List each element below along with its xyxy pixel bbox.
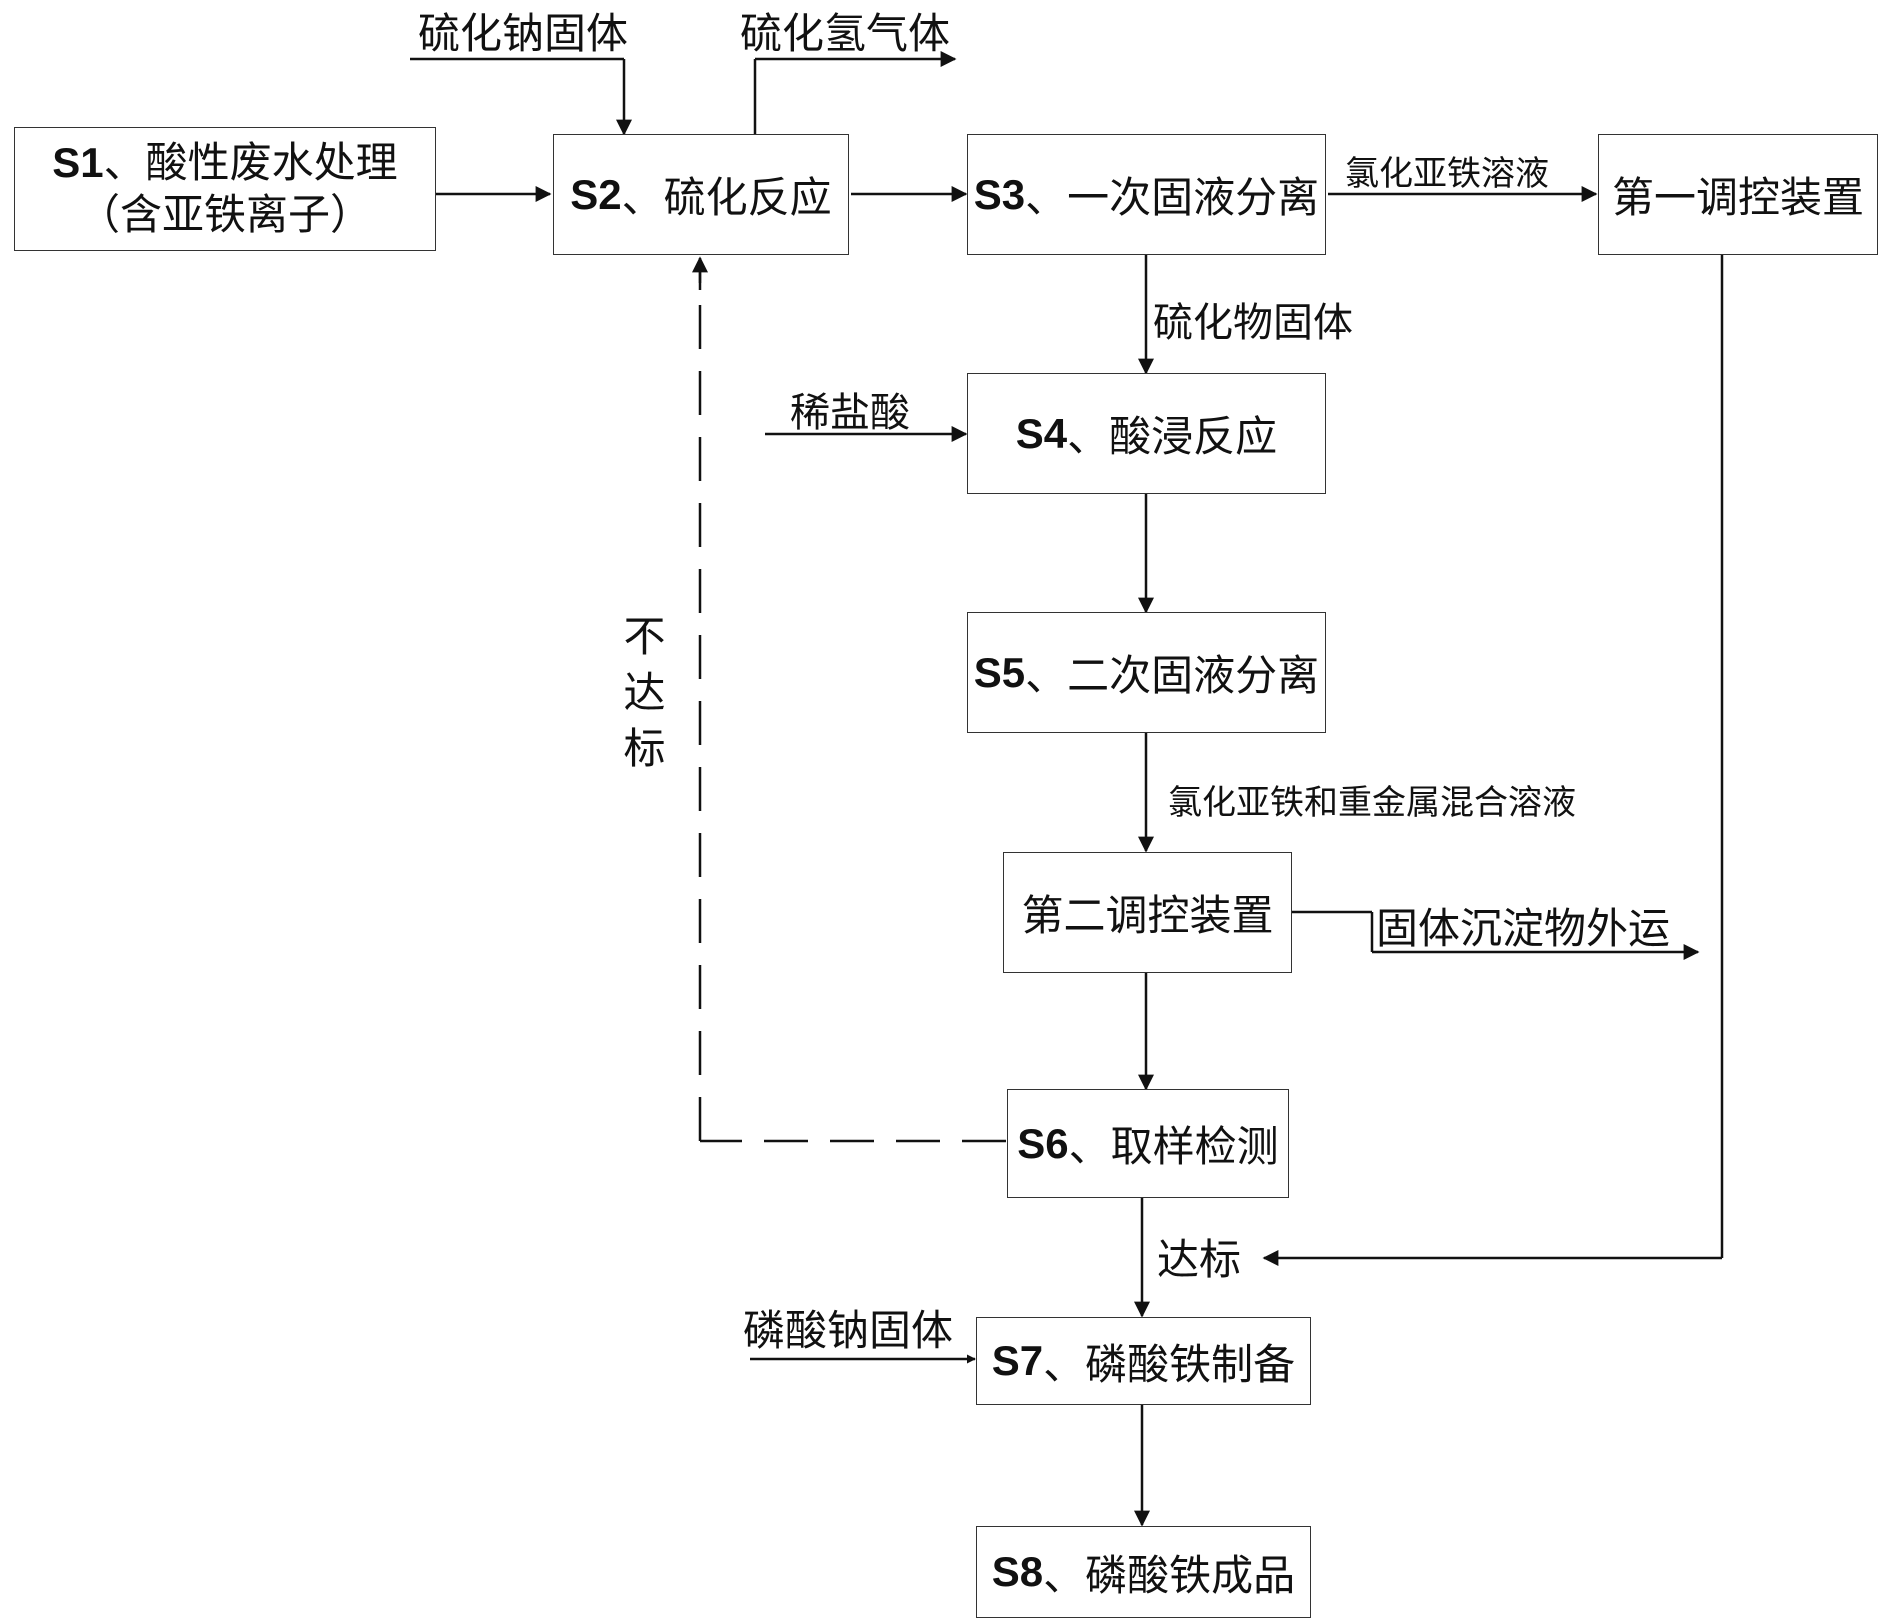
box-s8: S8、磷酸铁成品 <box>976 1526 1311 1618</box>
box-s5-text: 、二次固液分离 <box>1025 651 1320 700</box>
box-s4: S4、酸浸反应 <box>967 373 1326 494</box>
label-sodium-sulfide: 硫化钠固体 <box>418 9 629 58</box>
box-s8-text: 、磷酸铁成品 <box>1043 1550 1296 1600</box>
box-ctrl2-text: 第二调控装置 <box>1021 891 1274 940</box>
box-s3: S3、一次固液分离 <box>967 134 1326 255</box>
label-sodium-phosphate: 磷酸钠固体 <box>743 1306 954 1355</box>
label-dilute-hcl: 稀盐酸 <box>790 390 910 436</box>
box-s4-step: S4 <box>1015 409 1068 457</box>
box-s1: S1、酸性废水处理 （含亚铁离子） <box>14 127 436 251</box>
box-s7: S7、磷酸铁制备 <box>976 1317 1311 1405</box>
box-s8-step: S8 <box>991 1548 1044 1595</box>
box-s5-step: S5 <box>973 648 1026 696</box>
label-mixed-solution: 氯化亚铁和重金属混合溶液 <box>1168 783 1576 823</box>
box-s2-step: S2 <box>570 170 622 218</box>
label-sulfide-solid: 硫化物固体 <box>1153 300 1353 346</box>
box-s5: S5、二次固液分离 <box>967 612 1326 733</box>
label-solid-precipitate: 固体沉淀物外运 <box>1376 904 1671 953</box>
box-s6: S6、取样检测 <box>1007 1089 1289 1198</box>
box-second-control-device: 第二调控装置 <box>1003 852 1292 973</box>
box-s6-text: 、取样检测 <box>1068 1122 1279 1171</box>
box-s1-step: S1 <box>52 139 104 186</box>
box-s7-step: S7 <box>991 1337 1044 1384</box>
label-h2s-gas: 硫化氢气体 <box>740 9 951 58</box>
box-s6-step: S6 <box>1017 1119 1069 1167</box>
box-s4-text: 、酸浸反应 <box>1067 412 1278 461</box>
box-s1-text: 、酸性废水处理 <box>103 138 398 187</box>
box-s7-text: 、磷酸铁制备 <box>1043 1339 1296 1389</box>
box-s3-text: 、一次固液分离 <box>1025 173 1320 222</box>
dashed-return-loop <box>698 272 1006 1143</box>
box-first-control-device: 第一调控装置 <box>1598 134 1878 255</box>
label-not-qualified: 不达标 <box>617 614 666 782</box>
box-s2: S2、硫化反应 <box>553 134 849 255</box>
label-ferrous-chloride: 氯化亚铁溶液 <box>1345 154 1549 194</box>
box-s1-subtitle: （含亚铁离子） <box>77 190 372 239</box>
box-ctrl1-text: 第一调控装置 <box>1611 173 1864 222</box>
label-qualified: 达标 <box>1157 1235 1242 1284</box>
box-s2-text: 、硫化反应 <box>621 173 832 222</box>
box-s3-step: S3 <box>973 170 1026 218</box>
